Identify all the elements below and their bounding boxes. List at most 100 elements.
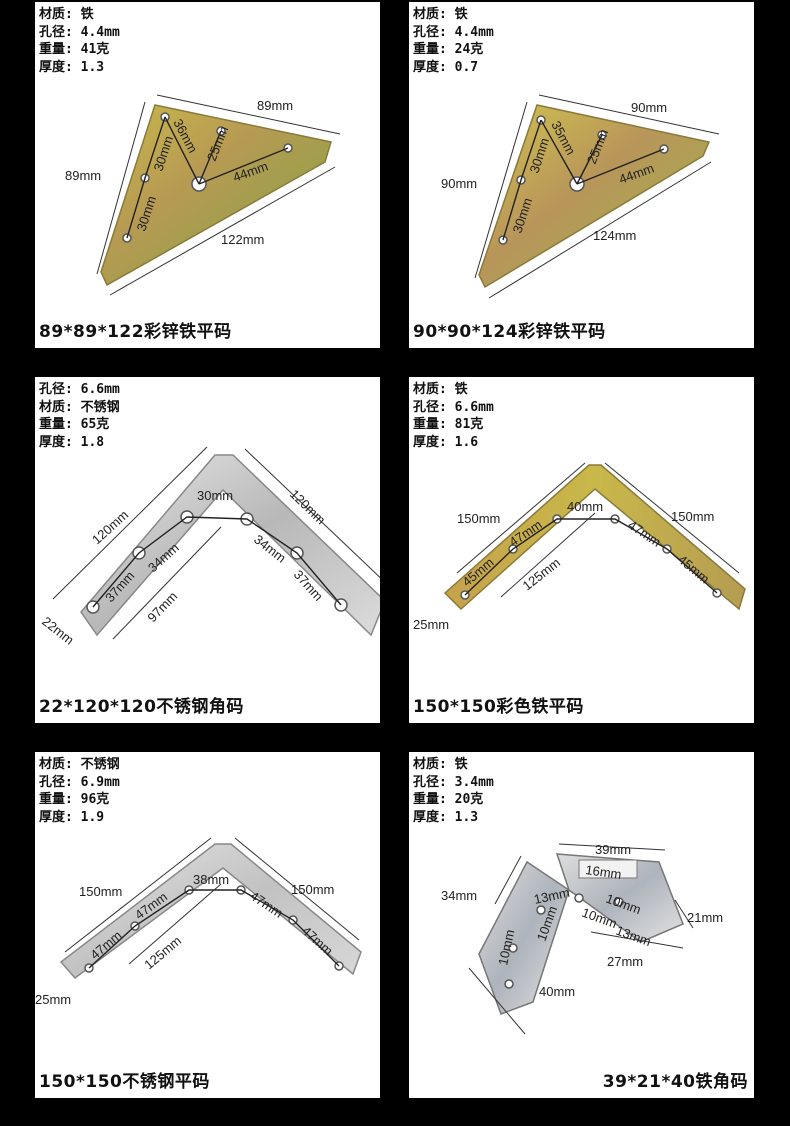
dim-line bbox=[500, 512, 596, 598]
dim-left: 89mm bbox=[65, 168, 101, 183]
dim-line bbox=[538, 94, 720, 135]
flat-l-bracket-diagram: 38mm 150mm 150mm 125mm 25mm 47mm 47mm 47… bbox=[35, 837, 362, 1007]
spec-thickness: 厚度: 1.6 bbox=[413, 434, 479, 450]
spec-weight: 重量: 65克 bbox=[39, 417, 110, 432]
dim-h34: 34mm bbox=[441, 888, 477, 903]
triangle-plate-diagram: 90mm 90mm 124mm 35mm 30mm 30mm 25mm 44mm bbox=[441, 94, 720, 299]
spec-list: 材质: 铁 孔径: 6.6mm 重量: 81克 厚度: 1.6 bbox=[413, 381, 494, 451]
dim-top: 89mm bbox=[257, 98, 293, 113]
dim-inner: 97mm bbox=[144, 589, 180, 625]
l-bracket-diagram: 30mm 120mm 120mm 97mm 22mm 34mm 37mm 34m… bbox=[39, 446, 380, 648]
dim-line bbox=[474, 101, 528, 279]
dim-s16: 16mm bbox=[585, 862, 623, 882]
flat-l-bracket bbox=[59, 843, 362, 980]
dim-top: 40mm bbox=[567, 499, 603, 514]
dim-line bbox=[64, 837, 212, 953]
dim-l40: 40mm bbox=[539, 984, 575, 999]
spec-list: 孔径: 6.6mm 材质: 不锈钢 重量: 65克 厚度: 1.8 bbox=[39, 381, 120, 451]
dim-line bbox=[456, 462, 586, 574]
dim-top: 90mm bbox=[631, 100, 667, 115]
dim-top: 30mm bbox=[197, 488, 233, 503]
spec-material: 材质: 不锈钢 bbox=[39, 757, 120, 772]
dim-line bbox=[604, 462, 740, 574]
product-panel-4: 材质: 铁 孔径: 6.6mm 重量: 81克 厚度: 1.6 40mm 150… bbox=[407, 375, 756, 725]
dim-top: 38mm bbox=[193, 872, 229, 887]
spec-material: 材质: 铁 bbox=[413, 382, 468, 397]
spec-list: 材质: 不锈钢 孔径: 6.9mm 重量: 96克 厚度: 1.9 bbox=[39, 756, 120, 826]
hole bbox=[574, 893, 584, 903]
product-panel-3: 孔径: 6.6mm 材质: 不锈钢 重量: 65克 厚度: 1.8 30mm 1… bbox=[33, 375, 382, 725]
dim-line bbox=[156, 94, 341, 135]
dim-inner: 125mm bbox=[141, 933, 184, 972]
measure-line bbox=[464, 518, 718, 596]
product-caption: 150*150不锈钢平码 bbox=[39, 1072, 210, 1092]
dim-right: 150mm bbox=[291, 882, 334, 897]
dim-hyp: 124mm bbox=[593, 228, 636, 243]
spec-thickness: 厚度: 1.3 bbox=[413, 809, 479, 825]
dim-line bbox=[494, 855, 522, 905]
spec-hole: 孔径: 3.4mm bbox=[413, 774, 494, 790]
hole bbox=[614, 897, 624, 907]
dim-left: 150mm bbox=[457, 511, 500, 526]
dim-width: 22mm bbox=[39, 614, 77, 648]
spec-hole: 孔径: 4.4mm bbox=[39, 24, 120, 40]
dim-line bbox=[96, 101, 146, 275]
measure-line bbox=[92, 516, 342, 608]
dim-hyp: 122mm bbox=[221, 232, 264, 247]
dim-line bbox=[128, 883, 222, 965]
dim-line bbox=[558, 843, 666, 851]
spec-list: 材质: 铁 孔径: 4.4mm 重量: 24克 厚度: 0.7 bbox=[413, 6, 494, 76]
hole bbox=[508, 943, 518, 953]
product-caption: 150*150彩色铁平码 bbox=[413, 697, 584, 717]
spec-list: 材质: 铁 孔径: 4.4mm 重量: 41克 厚度: 1.3 bbox=[39, 6, 120, 76]
hole bbox=[536, 905, 546, 915]
measure-line bbox=[88, 889, 340, 969]
l-bracket bbox=[80, 454, 380, 637]
dim-s13a: 13mm bbox=[533, 885, 571, 907]
spec-weight: 重量: 96克 bbox=[39, 792, 110, 807]
product-panel-2: 材质: 铁 孔径: 4.4mm 重量: 24克 厚度: 0.7 90mm 90m… bbox=[407, 0, 756, 350]
measure-line bbox=[502, 119, 665, 241]
dim-line bbox=[112, 526, 222, 640]
product-panel-6: 材质: 铁 孔径: 3.4mm 重量: 20克 厚度: 1.3 39mm 34m… bbox=[407, 750, 756, 1100]
dim-left: 120mm bbox=[89, 507, 131, 547]
spec-material: 材质: 铁 bbox=[413, 757, 468, 772]
product-panel-1: 材质: 铁 孔径: 4.4mm 重量: 41克 厚度: 1.3 89mm 89m… bbox=[33, 0, 382, 350]
flat-l-bracket-diagram: 40mm 150mm 150mm 125mm 25mm 47mm 45mm 47… bbox=[413, 462, 746, 632]
spec-hole: 孔径: 6.9mm bbox=[39, 774, 120, 790]
triangle-plate bbox=[100, 104, 332, 287]
triangle-plate-diagram: 89mm 89mm 122mm 36mm 30mm 30mm 25mm 44mm bbox=[65, 94, 341, 296]
spec-material: 材质: 铁 bbox=[413, 7, 468, 22]
brace-slot bbox=[578, 859, 638, 879]
dim-line bbox=[109, 166, 336, 296]
dim-left: 150mm bbox=[79, 884, 122, 899]
product-panel-5: 材质: 不锈钢 孔径: 6.9mm 重量: 96克 厚度: 1.9 38mm 1… bbox=[33, 750, 382, 1100]
dim-w39: 39mm bbox=[595, 842, 631, 857]
spec-thickness: 厚度: 1.3 bbox=[39, 59, 105, 75]
dim-width: 25mm bbox=[413, 617, 449, 632]
dim-width: 25mm bbox=[35, 992, 71, 1007]
dim-line bbox=[590, 931, 684, 949]
product-caption: 90*90*124彩锌铁平码 bbox=[413, 322, 606, 342]
spec-thickness: 厚度: 0.7 bbox=[413, 59, 479, 75]
spec-material: 材质: 不锈钢 bbox=[39, 399, 120, 415]
dim-line bbox=[674, 899, 694, 929]
spec-hole: 孔径: 6.6mm bbox=[39, 382, 120, 397]
dim-l27: 27mm bbox=[607, 954, 643, 969]
product-caption: 39*21*40铁角码 bbox=[602, 1072, 748, 1092]
product-caption: 22*120*120不锈钢角码 bbox=[39, 697, 244, 717]
spec-weight: 重量: 20克 bbox=[413, 792, 484, 807]
dim-right: 150mm bbox=[671, 509, 714, 524]
dim-line bbox=[52, 446, 208, 600]
measure-line bbox=[126, 116, 289, 239]
spec-list: 材质: 铁 孔径: 3.4mm 重量: 20克 厚度: 1.3 bbox=[413, 756, 494, 826]
spec-hole: 孔径: 4.4mm bbox=[413, 24, 494, 40]
flat-l-bracket bbox=[443, 464, 746, 611]
triangle-plate bbox=[478, 104, 711, 289]
spec-thickness: 厚度: 1.9 bbox=[39, 809, 105, 825]
product-caption: 89*89*122彩锌铁平码 bbox=[39, 322, 232, 342]
spec-hole: 孔径: 6.6mm bbox=[413, 399, 494, 415]
dim-left: 90mm bbox=[441, 176, 477, 191]
corner-brace-diagram: 39mm 34mm 21mm 27mm 40mm 16mm 13mm 10mm … bbox=[441, 842, 723, 1035]
hole bbox=[504, 979, 514, 989]
